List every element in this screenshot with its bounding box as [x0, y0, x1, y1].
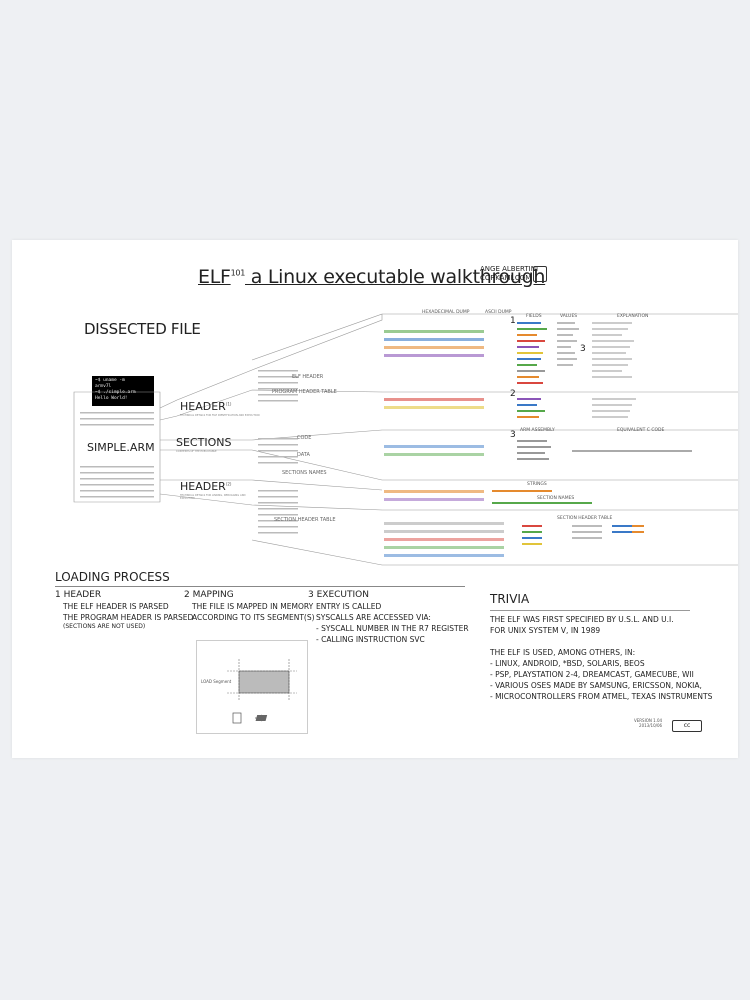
- poster-title: ELF101 a Linux executable walkthrough: [198, 266, 546, 288]
- loading-step-2: 2 MAPPING THE FILE IS MAPPED IN MEMORY A…: [184, 590, 315, 622]
- loading-step-3: 3 EXECUTION ENTRY IS CALLED SYSCALLS ARE…: [308, 590, 469, 644]
- col-fields: FIELDS: [526, 314, 542, 319]
- header-sublabel: TECHNICAL DETAILS FOR FILE IDENTIFICATIO…: [180, 414, 260, 417]
- author-logo: [533, 266, 547, 282]
- license-badge: cc: [672, 720, 702, 732]
- poster: ELF101 a Linux executable walkthrough AN…: [12, 240, 738, 758]
- program-header-table-label: PROGRAM HEADER TABLE: [272, 389, 337, 395]
- code-label: CODE: [297, 435, 312, 441]
- col-values: VALUES: [560, 314, 578, 319]
- equivalent-c-label: EQUIVALENT C CODE: [617, 428, 665, 433]
- header2-sublabel: TECHNICAL DETAILS FOR LINKING, DEBUGGING…: [180, 494, 246, 500]
- elf-header-label: ELF HEADER: [292, 374, 324, 380]
- loading-step-1: 1 HEADER THE ELF HEADER IS PARSED THE PR…: [55, 590, 194, 630]
- structure-diagram: [73, 313, 738, 566]
- section-names-col-label: SECTION NAMES: [537, 496, 575, 501]
- col-explanation: EXPLANATION: [617, 314, 649, 319]
- version-info: VERSION 1.04 2013/10/06: [634, 718, 663, 728]
- strings-label: STRINGS: [527, 482, 547, 487]
- step-1-marker: 1: [510, 316, 516, 326]
- dissected-file-heading: DISSECTED FILE: [84, 320, 201, 338]
- col-ascii-dump: ASCII DUMP: [485, 310, 512, 315]
- header2-label: HEADER(2): [180, 480, 232, 493]
- trivia-heading: TRIVIA: [490, 592, 530, 606]
- sections-names-label: SECTIONS NAMES: [282, 470, 327, 476]
- loading-divider: [55, 586, 465, 587]
- loading-process-heading: LOADING PROCESS: [55, 570, 170, 584]
- trivia-divider: [490, 610, 690, 611]
- col-hex-dump: HEXADECIMAL DUMP: [422, 310, 470, 315]
- file-name-label: SIMPLE.ARM: [87, 441, 155, 454]
- author-credit: ANGE ALBERTINI CORKAMI.COM: [480, 265, 539, 282]
- step-3-marker: 3: [510, 430, 516, 440]
- step-2-marker: 2: [510, 389, 516, 399]
- terminal-box: ~$ uname -m armv7l ~$ ./simple.arm Hello…: [92, 376, 154, 406]
- section-header-table-label: SECTION HEADER TABLE: [274, 517, 336, 523]
- trivia-body: THE ELF WAS FIRST SPECIFIED BY U.S.L. AN…: [490, 615, 713, 701]
- data-label: DATA: [297, 452, 310, 458]
- load-segment-label: LOAD Segment: [201, 679, 232, 684]
- sections-label: SECTIONS: [176, 436, 232, 449]
- sections-sublabel: CONTENTS OF THE EXECUTABLE: [176, 450, 217, 453]
- mapping-diagram: LOAD Segment: [196, 640, 308, 734]
- sht-col-label: SECTION HEADER TABLE: [557, 516, 613, 521]
- arm-assembly-label: ARM ASSEMBLY: [520, 428, 555, 433]
- header-label: HEADER(1): [180, 400, 232, 413]
- step-3-explain-marker: 3: [580, 344, 586, 354]
